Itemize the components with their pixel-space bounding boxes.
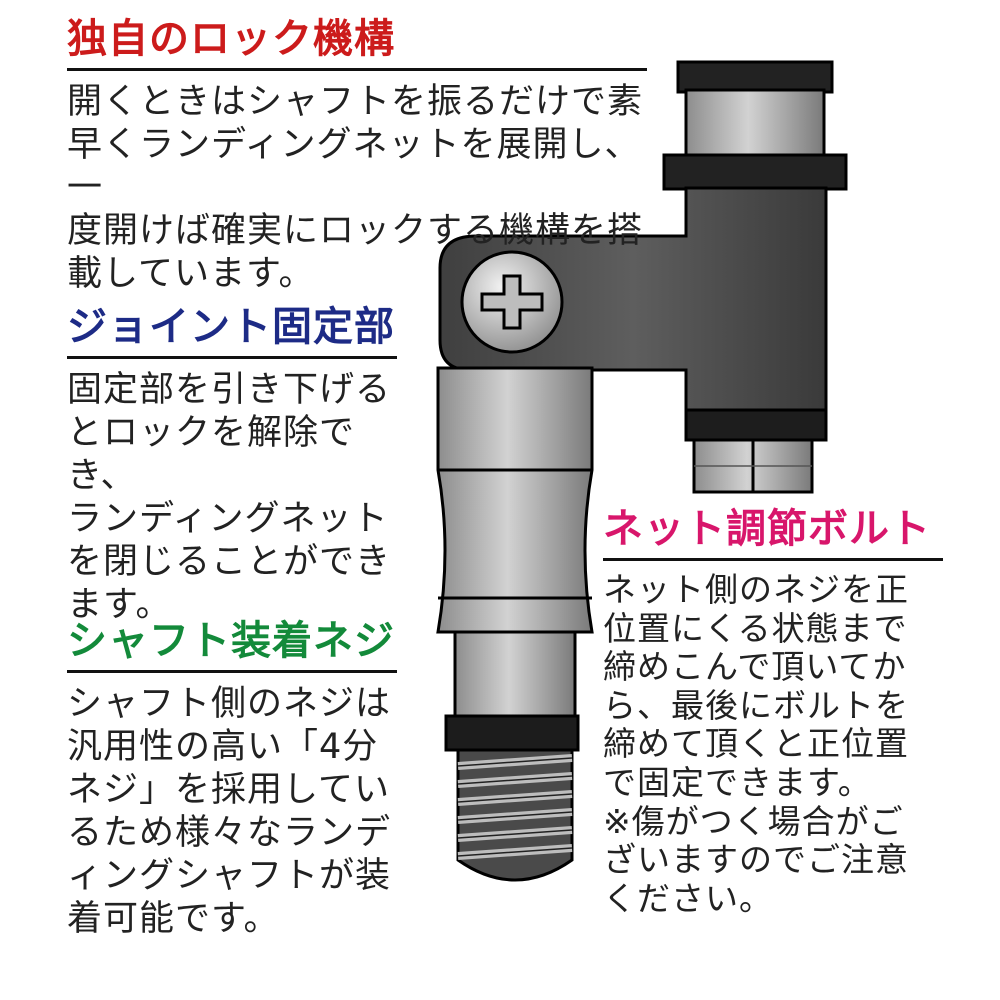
shaft-connector-tube	[453, 630, 577, 720]
shaft-collar	[444, 714, 580, 752]
lock-mechanism-divider	[67, 68, 647, 71]
net-bolt-heading: ネット調節ボルト	[603, 506, 931, 552]
lock-mechanism-heading: 独自のロック機構	[67, 16, 395, 62]
net-bolt-description: ネット側のネジを正 位置にくる状態まで 締めこんで頂いてか ら、最後にボルトを …	[603, 570, 909, 918]
lock-mechanism-description: 開くときはシャフトを振るだけで素 早くランディングネットを展開し、一 度開けば確…	[67, 82, 644, 295]
shaft-screw-divider	[67, 670, 397, 673]
shaft-screw-heading: シャフト装着ネジ	[67, 618, 395, 664]
shaft-screw-thread	[456, 748, 574, 882]
joint-fixing-description: 固定部を引き下げる とロックを解除でき、 ランディングネット を閉じることができ…	[67, 370, 392, 626]
net-adjust-bolt	[692, 438, 814, 494]
phillips-screw-icon	[460, 250, 564, 354]
lock-mechanism-section: 独自のロック機構 開くときはシャフトを振るだけで素 早くランディングネットを展開…	[67, 18, 647, 296]
body-collar	[684, 408, 828, 442]
joint-fixing-heading: ジョイント固定部	[67, 304, 395, 350]
net-bolt-section: ネット調節ボルト ネット側のネジを正 位置にくる状態まで 締めこんで頂いてか ら…	[603, 508, 943, 918]
shaft-screw-description: シャフト側のネジは 汎用性の高い「4分 ネジ」を採用してい るため様々なランデ …	[67, 684, 392, 940]
joint-fixing-section: ジョイント固定部 固定部を引き下げる とロックを解除でき、 ランディングネット …	[67, 306, 397, 627]
net-bolt-divider	[603, 558, 943, 561]
shaft-screw-section: シャフト装着ネジ シャフト側のネジは 汎用性の高い「4分 ネジ」を採用してい る…	[67, 620, 397, 941]
joint-fixing-sleeve	[436, 366, 594, 634]
net-side-tube	[662, 60, 848, 191]
joint-fixing-divider	[67, 356, 397, 359]
